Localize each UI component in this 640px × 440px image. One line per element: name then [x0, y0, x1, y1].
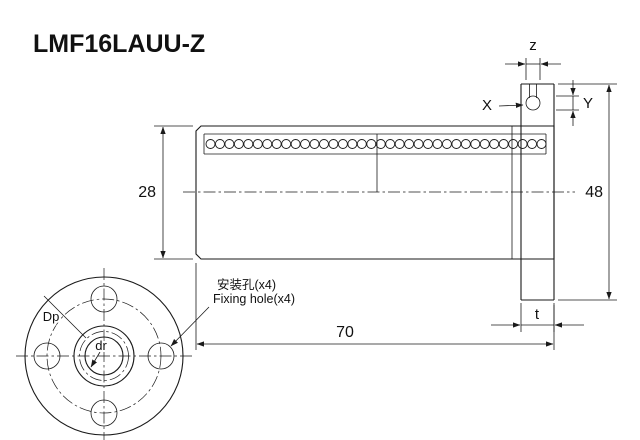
bolt-circle-leader: [43, 295, 87, 339]
dim-flange-diameter-label: 48: [585, 184, 603, 201]
dim-flange-thickness: t: [491, 303, 584, 332]
dim-length: 70: [195, 263, 555, 350]
dim-outer-diameter: 28: [138, 125, 193, 260]
fixing-hole-note-en: Fixing hole(x4): [213, 292, 295, 306]
pilot-circle: [73, 325, 135, 387]
fixing-hole-callout: 安装孔(x4) Fixing hole(x4): [170, 277, 295, 347]
dim-groove-x-label: X: [482, 97, 492, 114]
ball-track-circle: [79, 331, 129, 381]
part-number-title: LMF16LAUU-Z: [33, 30, 205, 58]
bolt-circle-label: Dp: [43, 309, 60, 324]
flange-outline: [520, 83, 555, 301]
dim-flange-thickness-label: t: [535, 306, 540, 323]
dim-flange-diameter: 48: [558, 83, 617, 301]
bore-leader: [90, 351, 101, 368]
bolt-circle: [46, 298, 162, 414]
fixing-hole-leader: [170, 306, 210, 347]
dim-length-label: 70: [336, 324, 354, 341]
front-view: Dp dr: [16, 268, 192, 440]
dim-groove-x: X: [482, 97, 524, 114]
mounting-hole-right: [147, 342, 175, 370]
dim-groove-width-label: z: [529, 37, 537, 54]
mounting-hole-left: [33, 342, 61, 370]
dim-groove-y-label: Y: [583, 95, 593, 112]
bore-circle: [84, 336, 124, 376]
ball-row: [205, 139, 547, 149]
dim-groove-width: z: [505, 37, 561, 80]
flange-outer-circle: [24, 276, 184, 436]
fixing-hole-note-cn: 安装孔(x4): [217, 277, 276, 292]
oil-hole-detail: [525, 84, 541, 111]
bore-label: dr: [95, 338, 107, 353]
side-view: [183, 83, 575, 301]
mounting-hole-top: [90, 285, 118, 313]
mounting-hole-bottom: [90, 399, 118, 427]
dim-outer-diameter-label: 28: [138, 184, 156, 201]
dim-groove-y: Y: [556, 80, 593, 126]
